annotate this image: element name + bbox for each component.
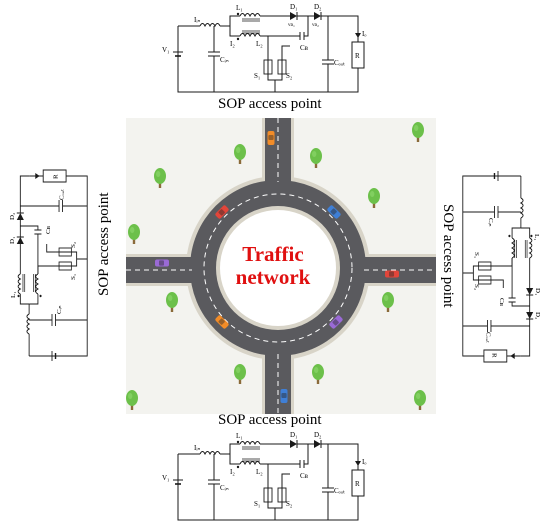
svg-text:Cʙ: Cʙ [300,44,309,52]
sop-label-bottom: SOP access point [218,412,322,428]
svg-text:S₂: S₂ [473,284,480,290]
svg-text:Cʙ: Cʙ [46,226,53,234]
svg-text:D₁: D₁ [9,237,16,244]
circuit-left: L₁ D₁ D₂ Cʙ S₁ S₂ Cₒᵤₜ R Cᵢₙ [9,169,88,362]
svg-text:L₁: L₁ [533,234,540,241]
circuit-right: L₁ D₁ D₂ Cʙ S₁ S₂ Cₒᵤₜ R Cᵢₙ [461,170,541,363]
svg-text:D₂: D₂ [534,312,541,319]
svg-text:V₁: V₁ [162,474,170,482]
car-red [385,270,399,278]
car-blue [280,389,288,403]
sop-label-top: SOP access point [218,96,322,112]
svg-text:Cₒᵤₜ: Cₒᵤₜ [334,59,345,67]
traffic-network [126,118,436,414]
svg-text:S₁: S₁ [70,274,77,280]
circuit-top: Iᵢₙ L₁ I₂ L₂ D₁ D₂ vᴅ₁ vᴅ₂ Cʙ S₁ S₂ Cₒᵤₜ… [162,3,366,93]
svg-text:R: R [491,353,498,358]
svg-text:Iₒ: Iₒ [362,30,366,38]
svg-text:Cₒᵤₜ: Cₒᵤₜ [485,332,492,343]
svg-text:I₂: I₂ [230,468,235,476]
svg-text:S₁: S₁ [254,72,260,80]
svg-text:L₁: L₁ [10,291,17,298]
svg-text:Cʙ: Cʙ [498,298,505,306]
svg-text:R: R [53,174,60,179]
sop-label-right: SOP access point [440,204,456,308]
svg-text:Cₒᵤₜ: Cₒᵤₜ [59,189,66,200]
svg-text:vᴅ₂: vᴅ₂ [312,23,319,28]
svg-text:Cᵢₙ: Cᵢₙ [220,56,229,64]
svg-text:L₂: L₂ [256,40,263,48]
svg-text:Cᵢₙ: Cᵢₙ [487,218,494,227]
svg-text:Cᵢₙ: Cᵢₙ [56,305,63,314]
lane-markings [126,118,436,414]
svg-text:L₁: L₁ [236,432,243,440]
svg-text:S₂: S₂ [70,242,77,248]
sop-label-left: SOP access point [96,192,112,296]
svg-text:D₂: D₂ [9,213,16,220]
svg-text:L₁: L₁ [236,4,243,12]
svg-text:D₁: D₁ [290,3,298,11]
svg-text:D₂: D₂ [314,431,322,439]
car-orange [267,131,275,145]
center-title-line1: Traffic [242,242,304,266]
svg-text:D₁: D₁ [534,288,541,295]
svg-text:R: R [355,52,360,60]
svg-text:Cʙ: Cʙ [300,472,309,480]
svg-text:S₁: S₁ [473,252,480,258]
svg-text:S₁: S₁ [254,500,260,508]
car-purple [155,259,169,267]
svg-text:I₂: I₂ [230,40,235,48]
svg-text:L₂: L₂ [256,468,263,476]
svg-text:vᴅ₁: vᴅ₁ [288,23,295,28]
central-island [220,210,336,326]
svg-text:S₂: S₂ [286,72,293,80]
svg-text:D₁: D₁ [290,431,298,439]
svg-text:D₂: D₂ [314,3,322,11]
circuit-bottom: Iᵢₙ L₁ I₂ L₂ D₁ D₂ Cʙ S₁ S₂ Cₒᵤₜ R Iₒ V₁… [162,431,366,521]
svg-text:Cᵢₙ: Cᵢₙ [220,484,229,492]
svg-text:V₁: V₁ [162,46,170,54]
svg-text:Iᵢₙ: Iᵢₙ [194,16,200,24]
svg-text:Iₒ: Iₒ [362,458,366,466]
svg-text:S₂: S₂ [286,500,293,508]
svg-text:Iᵢₙ: Iᵢₙ [194,444,200,452]
center-title-line2: network [235,265,311,289]
svg-text:R: R [355,480,360,488]
svg-text:Cₒᵤₜ: Cₒᵤₜ [334,487,345,495]
